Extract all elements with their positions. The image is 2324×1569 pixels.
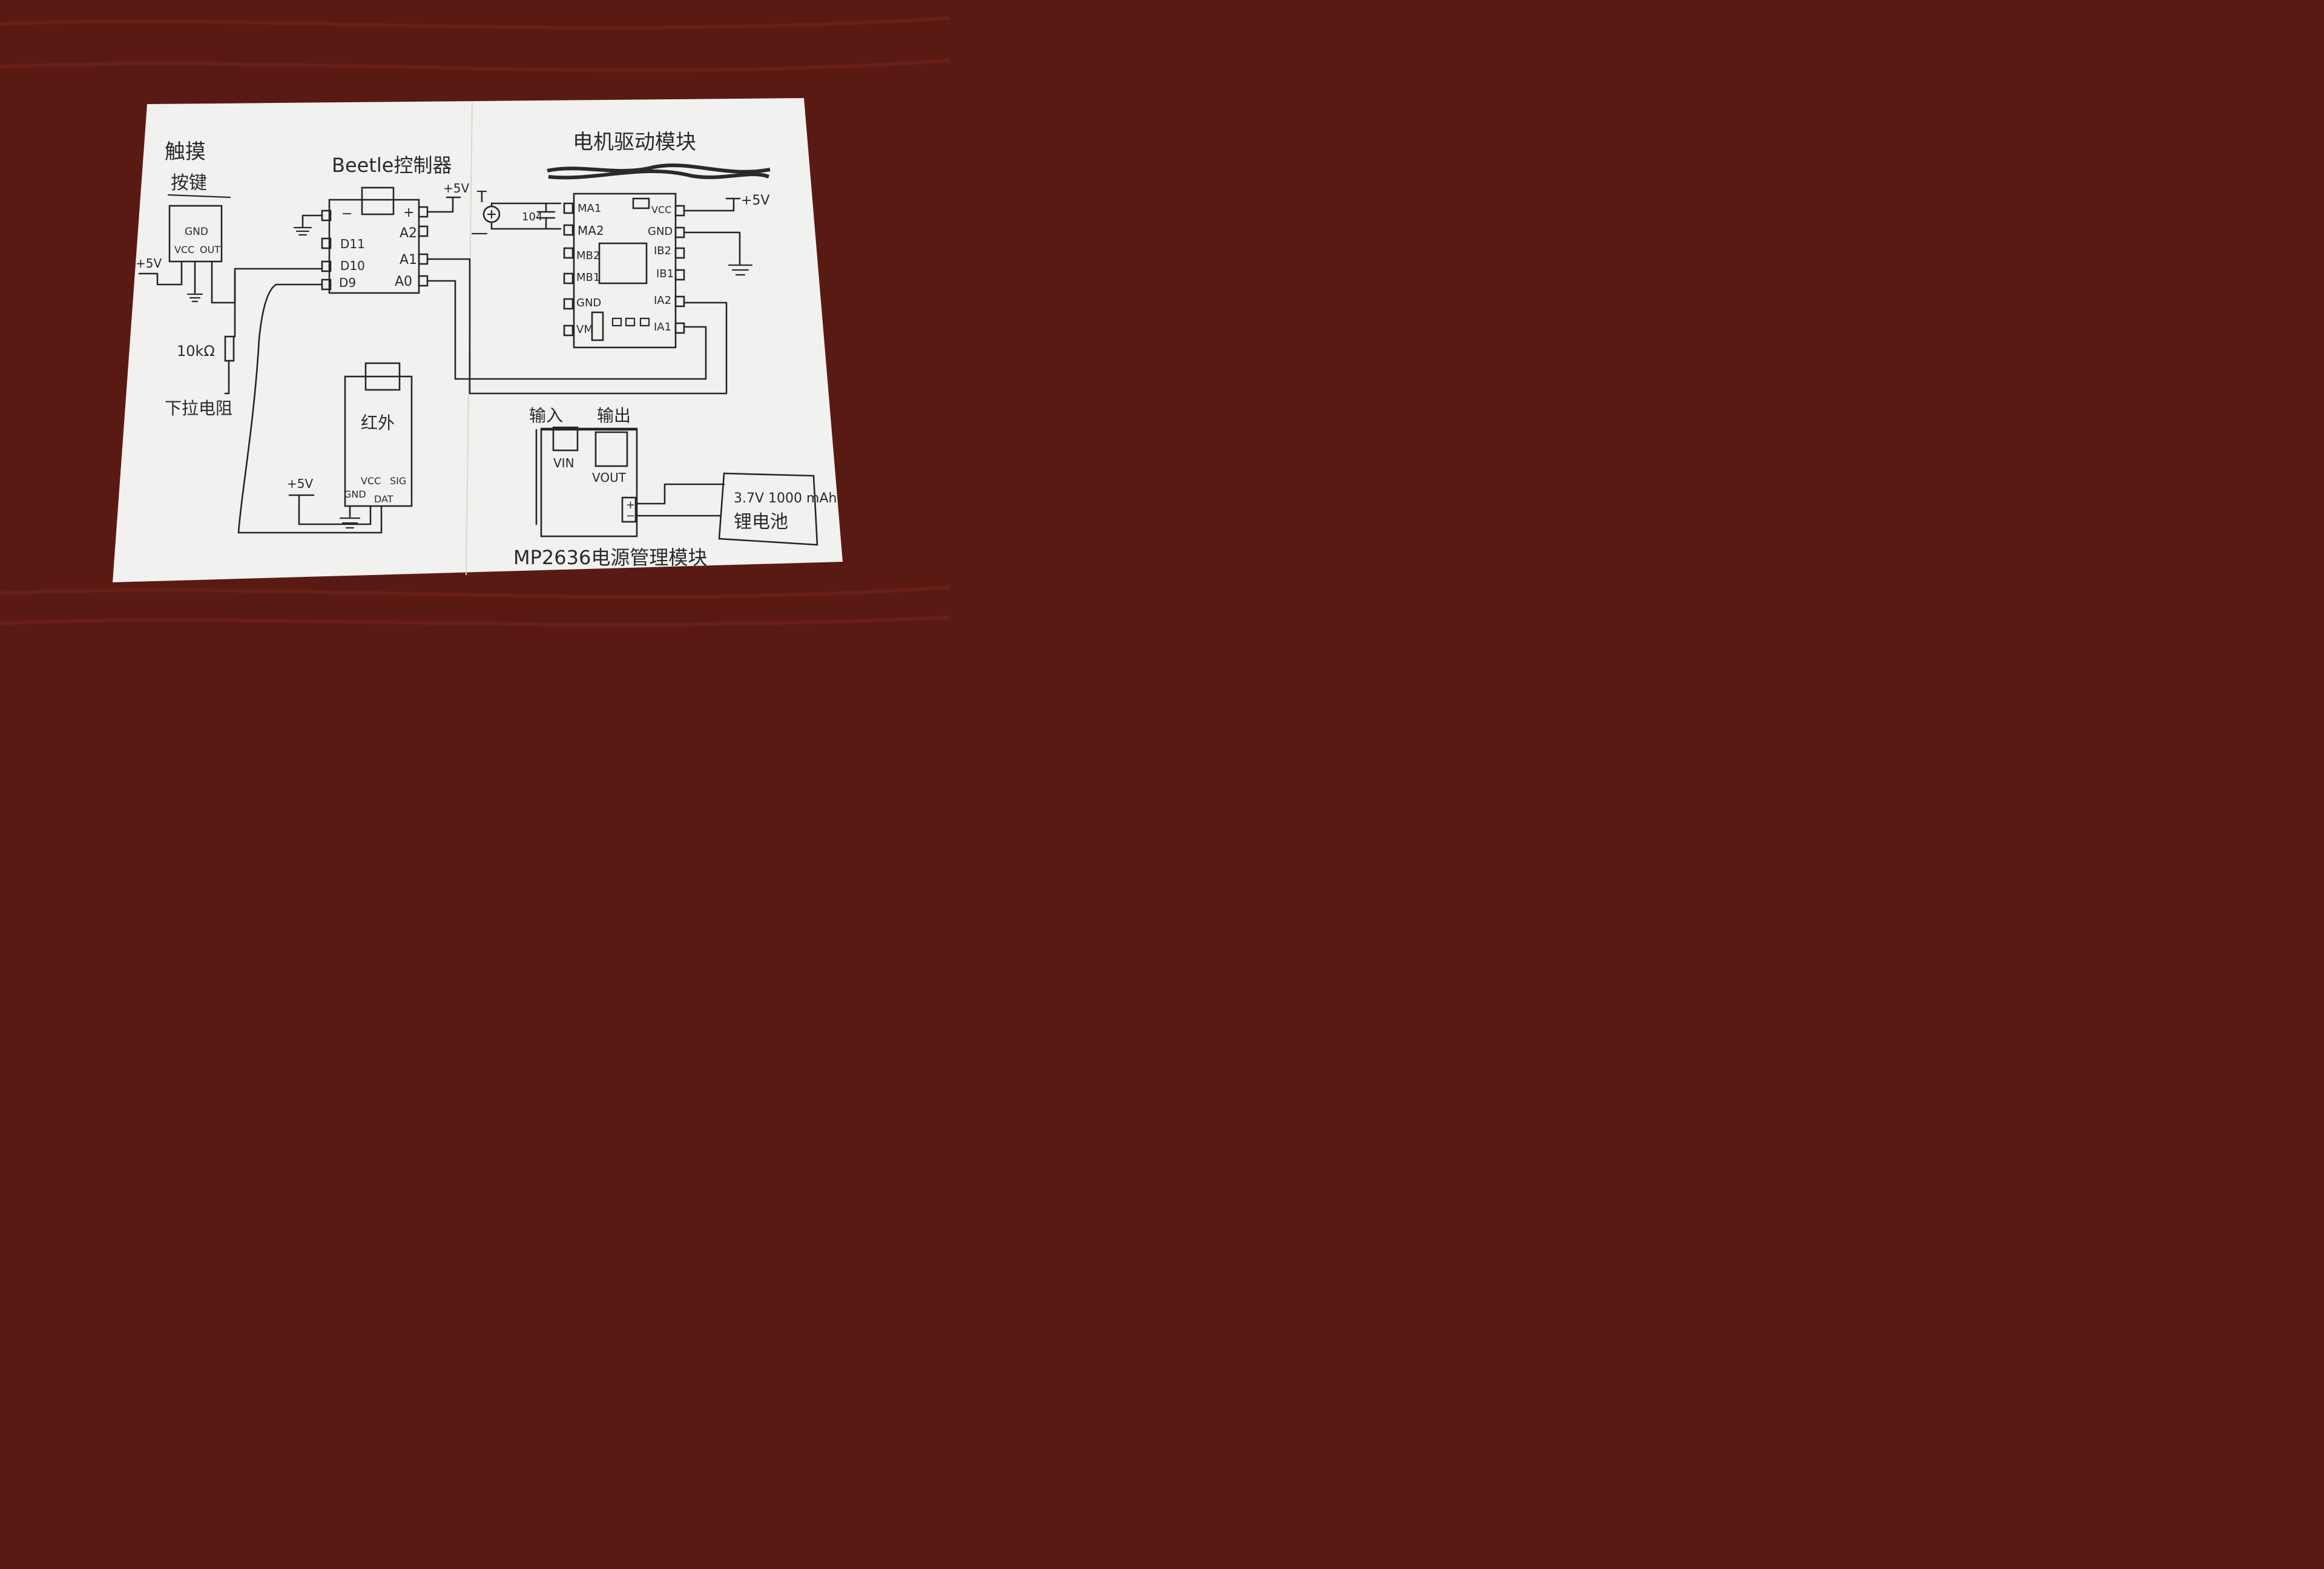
resistor-value: 10kΩ <box>177 343 215 360</box>
power-in-label: 输入 <box>529 406 563 426</box>
power-management-module: 输入 输出 VIN VOUT + − MP2636电源管理模块 <box>513 406 725 569</box>
power-out-label: 输出 <box>597 406 631 426</box>
vin-port <box>552 426 579 452</box>
wood-grain <box>0 16 949 627</box>
power-board <box>540 427 638 538</box>
ir-pin-dat: DAT <box>374 493 393 505</box>
beetle-pin-a1: A1 <box>400 252 417 268</box>
beetle-title: Beetle控制器 <box>332 154 452 177</box>
motor-capacitor: T 104 <box>471 188 562 235</box>
driver-chip <box>598 242 648 285</box>
pulldown-resistor: 10kΩ 下拉电阻 <box>165 271 236 418</box>
driver-pin-gnd-r: GND <box>648 225 673 238</box>
photo-scene: 触摸 按键 GND VCC OUT +5V 10kΩ 下拉电阻 Beetle控制… <box>0 0 949 641</box>
touch-key-title-2: 按键 <box>171 173 207 194</box>
touch-pin-out: OUT <box>200 244 220 255</box>
touch-pin-gnd: GND <box>185 226 208 238</box>
driver-pin-vcc: VCC <box>651 204 671 215</box>
driver-pin-ia1: IA1 <box>654 321 671 334</box>
beetle-pin-gnd: − <box>341 206 352 222</box>
driver-pin-gnd: GND <box>576 297 601 309</box>
driver-title: 电机驱动模块 <box>573 130 696 154</box>
motor-mark: T <box>476 188 487 206</box>
driver-pin-mb1: MB1 <box>576 271 600 284</box>
ir-pin-sig: SIG <box>390 475 406 487</box>
paper-sheet <box>113 98 843 582</box>
vout-port <box>594 431 628 467</box>
beetle-pin-d9: D9 <box>339 275 356 290</box>
driver-pin-ia2: IA2 <box>654 294 671 307</box>
capacitor-value: 104 <box>522 211 542 223</box>
battery-type: 锂电池 <box>734 511 788 533</box>
beetle-pin-a0: A0 <box>395 274 412 289</box>
battery-spec: 3.7V 1000 mAh <box>734 491 837 506</box>
terminal-minus: − <box>626 510 635 522</box>
touch-key-title-1: 触摸 <box>165 140 206 164</box>
ir-pin-gnd: GND <box>344 488 366 500</box>
driver-pin-mb2: MB2 <box>576 249 600 262</box>
ir-board <box>344 375 413 507</box>
terminal-plus: + <box>626 499 635 511</box>
driver-pin-vm: VM <box>576 323 593 336</box>
ir-module: 红外 VCC SIG GND DAT +5V <box>287 362 413 529</box>
battery-terminal <box>621 496 637 523</box>
vin-label: VIN <box>553 456 574 470</box>
battery: 3.7V 1000 mAh 锂电池 <box>718 472 837 546</box>
beetle-pin-vcc: + <box>403 205 414 220</box>
beetle-usb <box>361 186 395 215</box>
beetle-pin-a2: A2 <box>400 226 417 241</box>
ir-sensor <box>364 362 401 391</box>
motor-driver-module: 电机驱动模块 MA1 MA2 MB2 MB1 GND VM VCC GND IB… <box>547 130 771 349</box>
vout-label: VOUT <box>592 470 627 485</box>
ir-pin-vcc: VCC <box>361 475 381 487</box>
beetle-board <box>328 199 420 294</box>
driver-pin-ma1: MA1 <box>578 202 601 215</box>
driver-pin-ib2: IB2 <box>654 245 671 257</box>
beetle-pin-d10: D10 <box>340 258 365 273</box>
touch-power-label: +5V <box>136 256 162 271</box>
power-module-title: MP2636电源管理模块 <box>513 546 707 569</box>
crossed-out-text <box>547 163 771 180</box>
driver-power-label: +5V <box>741 193 769 208</box>
beetle-controller: Beetle控制器 − D11 D10 D9 + A2 A1 A0 +5V <box>293 154 469 294</box>
battery-body <box>718 472 818 546</box>
ir-power-label: +5V <box>287 476 313 491</box>
driver-pin-ma2: MA2 <box>578 223 604 238</box>
driver-pin-ib1: IB1 <box>656 268 674 280</box>
beetle-power-label: +5V <box>443 181 469 196</box>
signal-wires <box>234 258 728 534</box>
touch-key-module: 触摸 按键 GND VCC OUT +5V <box>136 140 236 304</box>
ir-title: 红外 <box>361 413 395 433</box>
touch-pin-vcc: VCC <box>174 244 194 255</box>
beetle-pin-d11: D11 <box>340 237 365 251</box>
pulldown-label: 下拉电阻 <box>165 398 232 418</box>
